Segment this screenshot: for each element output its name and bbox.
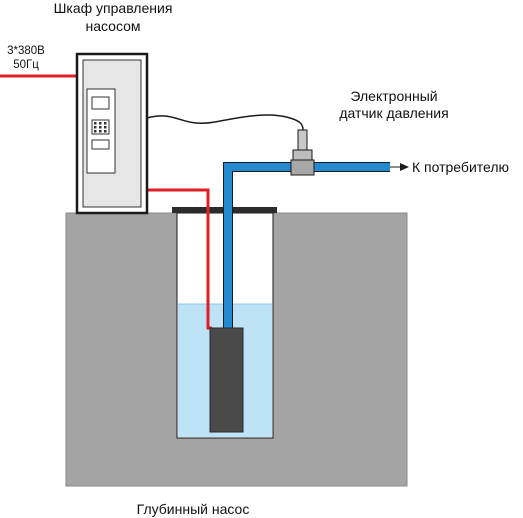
consumer-label: К потребителю [412, 159, 509, 175]
controller-terminal [91, 139, 110, 150]
cabinet-label-line1: Шкаф управления [54, 0, 173, 16]
cabinet-label-line2: насосом [85, 18, 140, 34]
pump-label: Глубинный насос [137, 501, 250, 517]
sensor-label-line2: датчик давления [339, 105, 448, 121]
deep-well-pump [209, 327, 244, 433]
keypad-buttons [94, 122, 107, 133]
power-label-line1: 3*380В [7, 45, 45, 57]
pressure-sensor-fitting [290, 159, 315, 176]
water-pipe-fill [224, 163, 390, 330]
consumer-arrow-icon [400, 163, 409, 171]
pressure-sensor-body [292, 149, 313, 161]
sensor-label-line1: Электронный [350, 88, 437, 104]
power-label-line2: 50Гц [13, 59, 39, 71]
controller-display [91, 96, 110, 110]
sensor-cable [146, 114, 304, 131]
pressure-sensor-stem [297, 129, 308, 151]
